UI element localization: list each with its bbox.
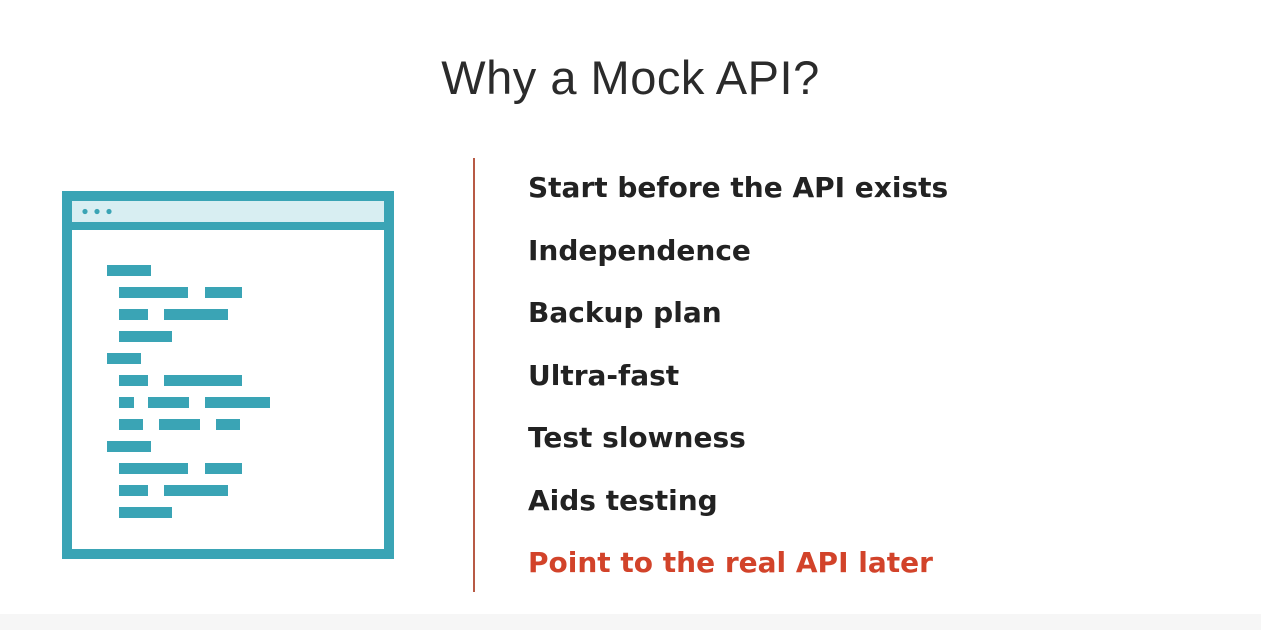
code-lines <box>107 265 270 518</box>
list-item: Test slowness <box>528 421 746 454</box>
list-item: Start before the API exists <box>528 171 949 204</box>
slide-title: Why a Mock API? <box>441 51 820 104</box>
window-title-bar-border <box>72 222 384 230</box>
list-item: Ultra-fast <box>528 358 680 392</box>
footer-band <box>0 614 1261 630</box>
vertical-divider <box>473 158 475 592</box>
browser-window-code-icon <box>62 191 394 559</box>
window-dot-icon <box>106 208 112 215</box>
list-item: Independence <box>528 233 751 267</box>
window-dot-icon <box>94 208 100 215</box>
window-dot-icon <box>82 208 88 215</box>
bullet-list: Start before the API exists Independence… <box>528 164 948 602</box>
list-item: Aids testing <box>528 483 718 517</box>
list-item: Backup plan <box>528 296 722 329</box>
window-title-bar <box>72 201 384 222</box>
list-item-highlighted: Point to the real API later <box>528 546 933 579</box>
